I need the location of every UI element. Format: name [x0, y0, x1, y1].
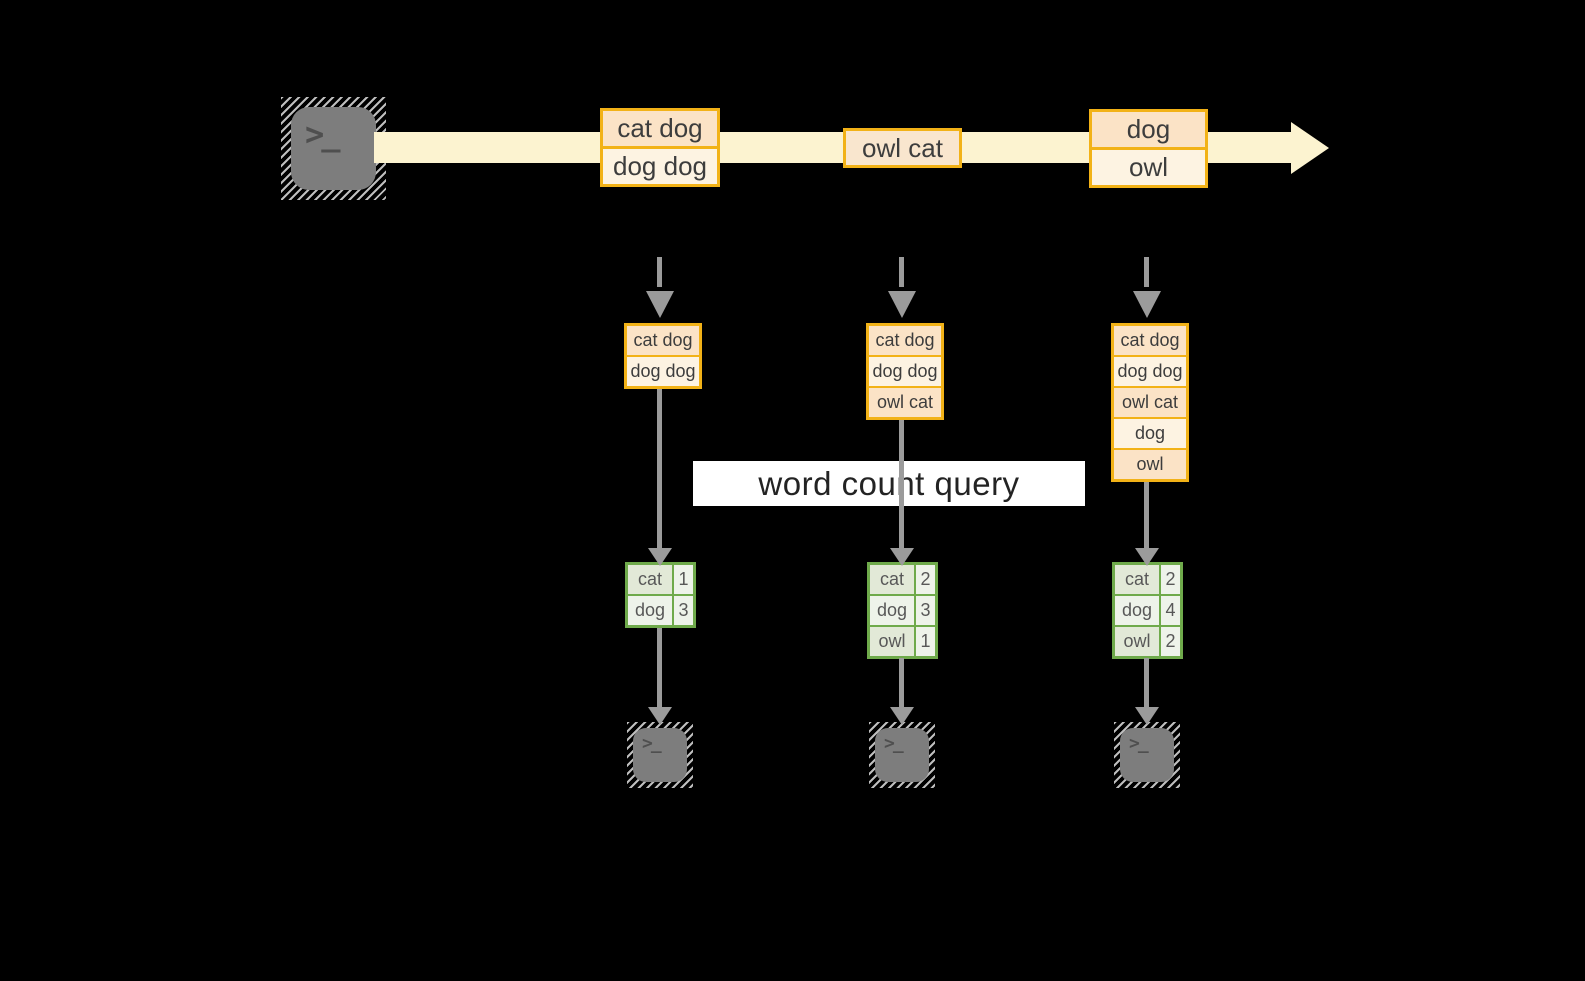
wordcount-table-2: cat 2 dog 3 owl 1	[867, 562, 938, 659]
count-cell: 3	[916, 596, 935, 625]
word-cell: cat	[870, 565, 914, 594]
output-arrow-line-1	[657, 628, 662, 707]
query-label: word count query	[758, 464, 1020, 502]
stream-arrow-head	[1291, 122, 1329, 174]
terminal-prompt-glyph: >_	[884, 733, 904, 754]
word-cell: owl	[1115, 627, 1159, 656]
output-terminal-icon-1: >_	[627, 722, 693, 788]
buffer-snapshot-3: cat dog dog dog owl cat dog owl	[1111, 323, 1189, 482]
output-arrow-head-3	[1135, 707, 1159, 725]
query-arrow-head-1	[648, 548, 672, 566]
event-text: owl cat	[846, 131, 959, 165]
ingest-arrow-head-2	[888, 291, 916, 318]
query-arrow-line-1	[657, 389, 662, 548]
terminal-prompt-glyph: >_	[1129, 733, 1149, 754]
output-terminal-icon-2: >_	[869, 722, 935, 788]
word-cell: dog	[628, 596, 672, 625]
word-cell: dog	[1115, 596, 1159, 625]
terminal-screen: >_	[291, 107, 376, 190]
stream-event-batch-3: dog owl	[1089, 109, 1208, 188]
stream-event-batch-2: owl cat	[843, 128, 962, 168]
buffer-row: dog dog	[1114, 357, 1186, 386]
word-cell: owl	[870, 627, 914, 656]
ingest-arrow-dash-3	[1144, 257, 1149, 287]
table-row: owl 2	[1115, 627, 1180, 656]
buffer-row: owl cat	[869, 388, 941, 417]
count-cell: 2	[1161, 565, 1180, 594]
table-row: cat 2	[870, 565, 935, 594]
buffer-row: cat dog	[1114, 326, 1186, 355]
query-arrow-head-3	[1135, 548, 1159, 566]
table-row: dog 3	[870, 596, 935, 625]
output-arrow-line-2	[899, 658, 904, 707]
ingest-arrow-dash-1	[657, 257, 662, 287]
query-banner: word count query	[693, 461, 1085, 506]
output-terminal-icon-3: >_	[1114, 722, 1180, 788]
count-cell: 3	[674, 596, 693, 625]
ingest-arrow-dash-2	[899, 257, 904, 287]
count-cell: 4	[1161, 596, 1180, 625]
table-row: cat 2	[1115, 565, 1180, 594]
wordcount-table-1: cat 1 dog 3	[625, 562, 696, 628]
terminal-prompt-glyph: >_	[642, 733, 662, 754]
buffer-snapshot-1: cat dog dog dog	[624, 323, 702, 389]
table-row: cat 1	[628, 565, 693, 594]
table-row: dog 4	[1115, 596, 1180, 625]
table-row: dog 3	[628, 596, 693, 625]
count-cell: 1	[916, 627, 935, 656]
word-cell: cat	[1115, 565, 1159, 594]
terminal-prompt-glyph: >_	[305, 115, 340, 153]
buffer-snapshot-2: cat dog dog dog owl cat	[866, 323, 944, 420]
terminal-screen: >_	[1120, 728, 1174, 782]
buffer-row: dog dog	[627, 357, 699, 386]
buffer-row: owl	[1114, 450, 1186, 479]
query-arrow-head-2	[890, 548, 914, 566]
buffer-row: cat dog	[627, 326, 699, 355]
query-arrow-line-3	[1144, 482, 1149, 548]
count-cell: 2	[916, 565, 935, 594]
buffer-row: cat dog	[869, 326, 941, 355]
event-text: owl	[1092, 150, 1205, 185]
ingest-arrow-head-1	[646, 291, 674, 318]
word-cell: cat	[628, 565, 672, 594]
wordcount-table-3: cat 2 dog 4 owl 2	[1112, 562, 1183, 659]
terminal-screen: >_	[633, 728, 687, 782]
source-terminal-icon: >_	[281, 97, 386, 200]
terminal-screen: >_	[875, 728, 929, 782]
query-arrow-line-2	[899, 420, 904, 548]
event-text: cat dog	[603, 111, 717, 146]
word-cell: dog	[870, 596, 914, 625]
buffer-row: dog	[1114, 419, 1186, 448]
stream-event-batch-1: cat dog dog dog	[600, 108, 720, 187]
count-cell: 2	[1161, 627, 1180, 656]
buffer-row: owl cat	[1114, 388, 1186, 417]
output-arrow-head-2	[890, 707, 914, 725]
buffer-row: dog dog	[869, 357, 941, 386]
ingest-arrow-head-3	[1133, 291, 1161, 318]
event-text: dog dog	[603, 149, 717, 184]
event-text: dog	[1092, 112, 1205, 147]
output-arrow-line-3	[1144, 658, 1149, 707]
output-arrow-head-1	[648, 707, 672, 725]
table-row: owl 1	[870, 627, 935, 656]
count-cell: 1	[674, 565, 693, 594]
